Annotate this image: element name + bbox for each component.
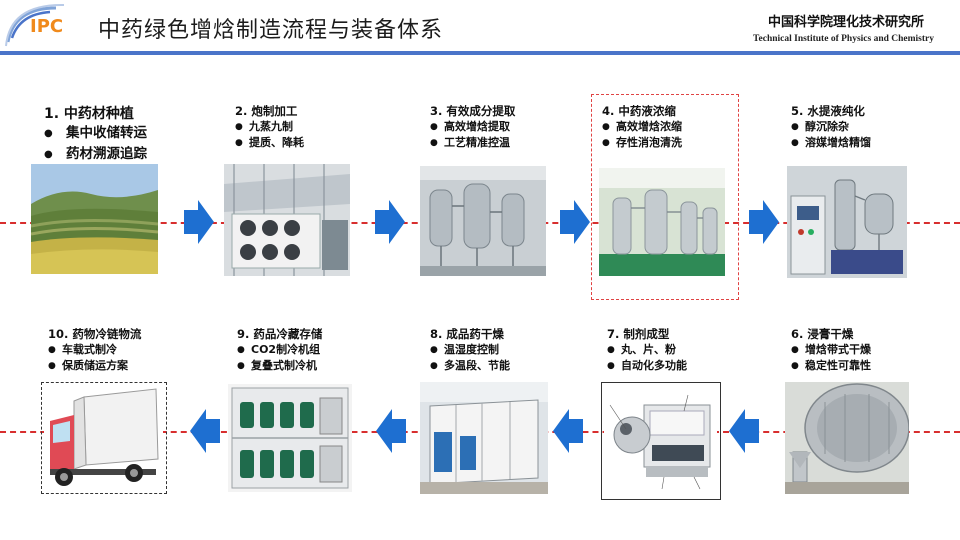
step-2-text: 2. 炮制加工 九蒸九制 提质、降耗 — [235, 104, 304, 151]
step-bullet: 丸、片、粉 — [607, 342, 687, 358]
belt-dryer-photo — [785, 382, 909, 494]
truck-photo-frame — [41, 382, 167, 494]
step-bullet: 存性消泡清洗 — [602, 135, 682, 151]
flow-arrow-left-icon — [553, 409, 583, 453]
flow-arrow-right-icon — [375, 200, 405, 244]
step-bullet: CO2制冷机组 — [237, 342, 322, 358]
step-bullet: 温湿度控制 — [430, 342, 510, 358]
greenhouse-drying-photo — [224, 164, 350, 276]
flow-arrow-right-icon — [184, 200, 214, 244]
terraced-field-photo — [31, 164, 158, 274]
step-3-text: 3. 有效成分提取 高效增焓提取 工艺精准控温 — [430, 104, 515, 151]
step-title: 6. 浸膏干燥 — [791, 327, 854, 341]
institute-name-cn: 中国科学院理化技术研究所 — [767, 15, 924, 30]
tablet-machine-photo — [604, 385, 717, 495]
page-title: 中药绿色增焓制造流程与装备体系 — [98, 18, 444, 43]
flow-arrow-left-icon — [376, 409, 406, 453]
step-bullet: 工艺精准控温 — [430, 135, 515, 151]
step-bullet: 复叠式制冷机 — [237, 358, 322, 374]
step-bullet: 自动化多功能 — [607, 358, 687, 374]
step-title: 4. 中药液浓缩 — [602, 104, 676, 118]
step-bullet: 药材溯源追踪 — [44, 144, 147, 165]
step-10-text: 10. 药物冷链物流 车载式制冷 保质储运方案 — [48, 327, 141, 374]
ipc-logo: IPC — [4, 2, 78, 50]
step-title: 8. 成品药干燥 — [430, 327, 504, 341]
step-bullet: 增焓带式干燥 — [791, 342, 871, 358]
step-5-text: 5. 水提液纯化 醇沉除杂 溶媒增焓精馏 — [791, 104, 871, 151]
refrigerated-truck-photo — [44, 385, 163, 490]
step-bullet: 高效增焓浓缩 — [602, 119, 682, 135]
flow-arrow-right-icon — [749, 200, 779, 244]
step-bullet: 稳定性可靠性 — [791, 358, 871, 374]
refrigeration-unit-photo — [228, 384, 352, 492]
step-title: 9. 药品冷藏存储 — [237, 327, 323, 341]
step-4-text: 4. 中药液浓缩 高效增焓浓缩 存性消泡清洗 — [602, 104, 682, 151]
step-bullet: 醇沉除杂 — [791, 119, 871, 135]
institute-name-en: Technical Institute of Physics and Chemi… — [753, 34, 934, 44]
distillation-photo — [787, 166, 907, 278]
flow-arrow-right-icon — [560, 200, 590, 244]
step-7-text: 7. 制剂成型 丸、片、粉 自动化多功能 — [607, 327, 687, 374]
step-bullet: 提质、降耗 — [235, 135, 304, 151]
step-bullet: 溶媒增焓精馏 — [791, 135, 871, 151]
step-8-text: 8. 成品药干燥 温湿度控制 多温段、节能 — [430, 327, 510, 374]
concentrator-photo — [599, 168, 725, 276]
step-title: 7. 制剂成型 — [607, 327, 670, 341]
step-title: 10. 药物冷链物流 — [48, 327, 142, 341]
step-bullet: 多温段、节能 — [430, 358, 510, 374]
container-dryer-photo — [420, 382, 548, 494]
step-title: 5. 水提液纯化 — [791, 104, 865, 118]
step-6-text: 6. 浸膏干燥 增焓带式干燥 稳定性可靠性 — [791, 327, 871, 374]
highlight-frame — [591, 94, 739, 300]
logo-text: IPC — [30, 16, 63, 37]
header-divider — [0, 51, 960, 55]
step-bullet: 集中收储转运 — [44, 123, 147, 144]
step-bullet: 车载式制冷 — [48, 342, 141, 358]
extraction-tanks-photo — [420, 166, 546, 276]
flow-arrow-left-icon — [729, 409, 759, 453]
step-bullet: 九蒸九制 — [235, 119, 304, 135]
tablet-photo-frame — [601, 382, 721, 500]
step-title: 3. 有效成分提取 — [430, 104, 516, 118]
step-9-text: 9. 药品冷藏存储 CO2制冷机组 复叠式制冷机 — [237, 327, 322, 374]
step-title: 1. 中药材种植 — [44, 106, 134, 122]
step-title: 2. 炮制加工 — [235, 104, 298, 118]
step-bullet: 高效增焓提取 — [430, 119, 515, 135]
step-1-text: 1. 中药材种植 集中收储转运 药材溯源追踪 — [44, 103, 147, 165]
step-bullet: 保质储运方案 — [48, 358, 141, 374]
flow-arrow-left-icon — [190, 409, 220, 453]
